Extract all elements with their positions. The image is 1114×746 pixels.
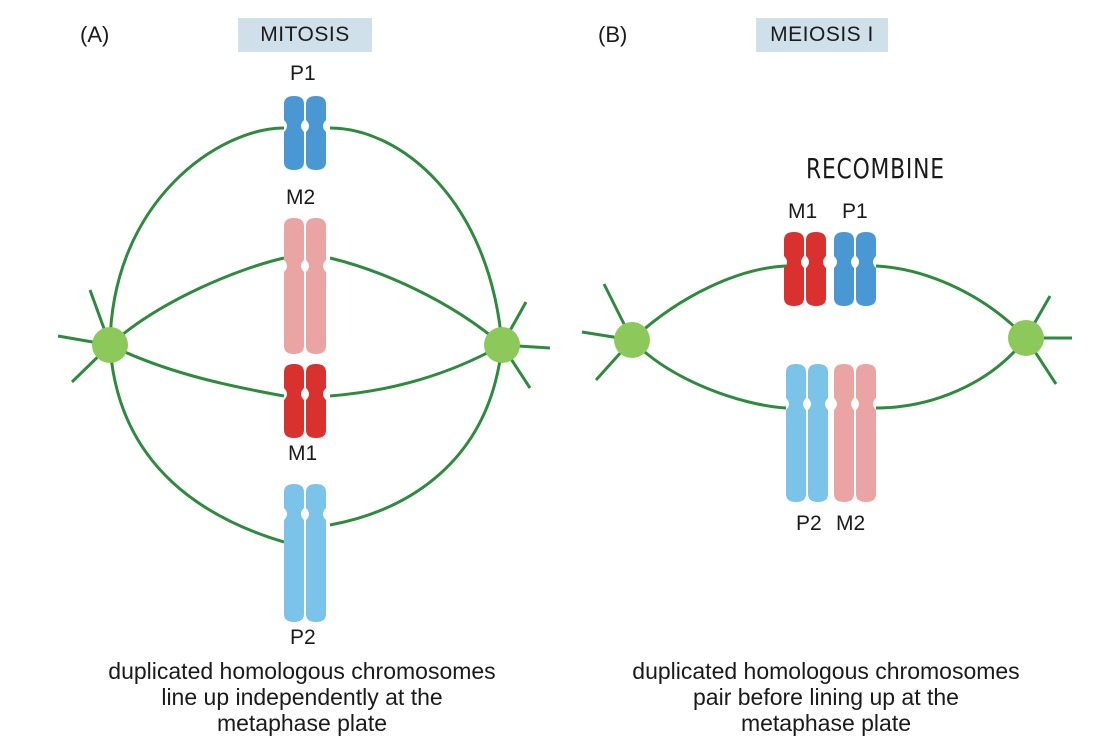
panel-b-caption-line-1: duplicated homologous chromosomes xyxy=(632,658,1020,684)
panel-a-left-centrosome xyxy=(92,327,128,363)
panel-a-caption-line-1: duplicated homologous chromosomes xyxy=(108,658,496,684)
chromosome-p1-mitosis xyxy=(284,96,326,170)
panel-b-caption-line-2: pair before lining up at the xyxy=(693,684,959,710)
bivalent-p2-m2 xyxy=(786,364,876,502)
panel-a-title: MITOSIS xyxy=(238,18,372,52)
panel-b-caption-line-3: metaphase plate xyxy=(740,710,912,736)
chromosome-m1-mitosis xyxy=(284,364,326,438)
panel-b-caption: duplicated homologous chromosomes pair b… xyxy=(566,658,1086,736)
recombine-annotation: RECOMBINE xyxy=(806,152,945,185)
label-m2-meiosis: M2 xyxy=(836,512,866,535)
panel-b-right-centrosome xyxy=(1008,320,1044,356)
label-p2-mitosis: P2 xyxy=(290,626,316,649)
label-m1-meiosis: M1 xyxy=(788,200,818,223)
label-p2-meiosis: P2 xyxy=(796,512,822,535)
panel-b-title: MEIOSIS I xyxy=(756,18,888,52)
chromosome-m2-mitosis xyxy=(284,218,326,354)
label-p1-meiosis: P1 xyxy=(842,200,868,223)
panel-a-caption: duplicated homologous chromosomes line u… xyxy=(42,658,562,736)
panel-a-caption-line-2: line up independently at the xyxy=(161,684,443,710)
panel-a-right-centrosome xyxy=(484,327,520,363)
label-m2-mitosis: M2 xyxy=(286,186,316,209)
panel-a-caption-line-3: metaphase plate xyxy=(216,710,388,736)
bivalent-m1-p1 xyxy=(784,232,876,306)
panel-b-letter: (B) xyxy=(598,22,628,47)
panel-a-letter: (A) xyxy=(80,22,110,47)
label-m1-mitosis: M1 xyxy=(288,442,318,465)
chromosome-p2-mitosis xyxy=(284,484,326,622)
panel-b-left-centrosome xyxy=(614,322,650,358)
label-p1-mitosis: P1 xyxy=(290,62,316,85)
